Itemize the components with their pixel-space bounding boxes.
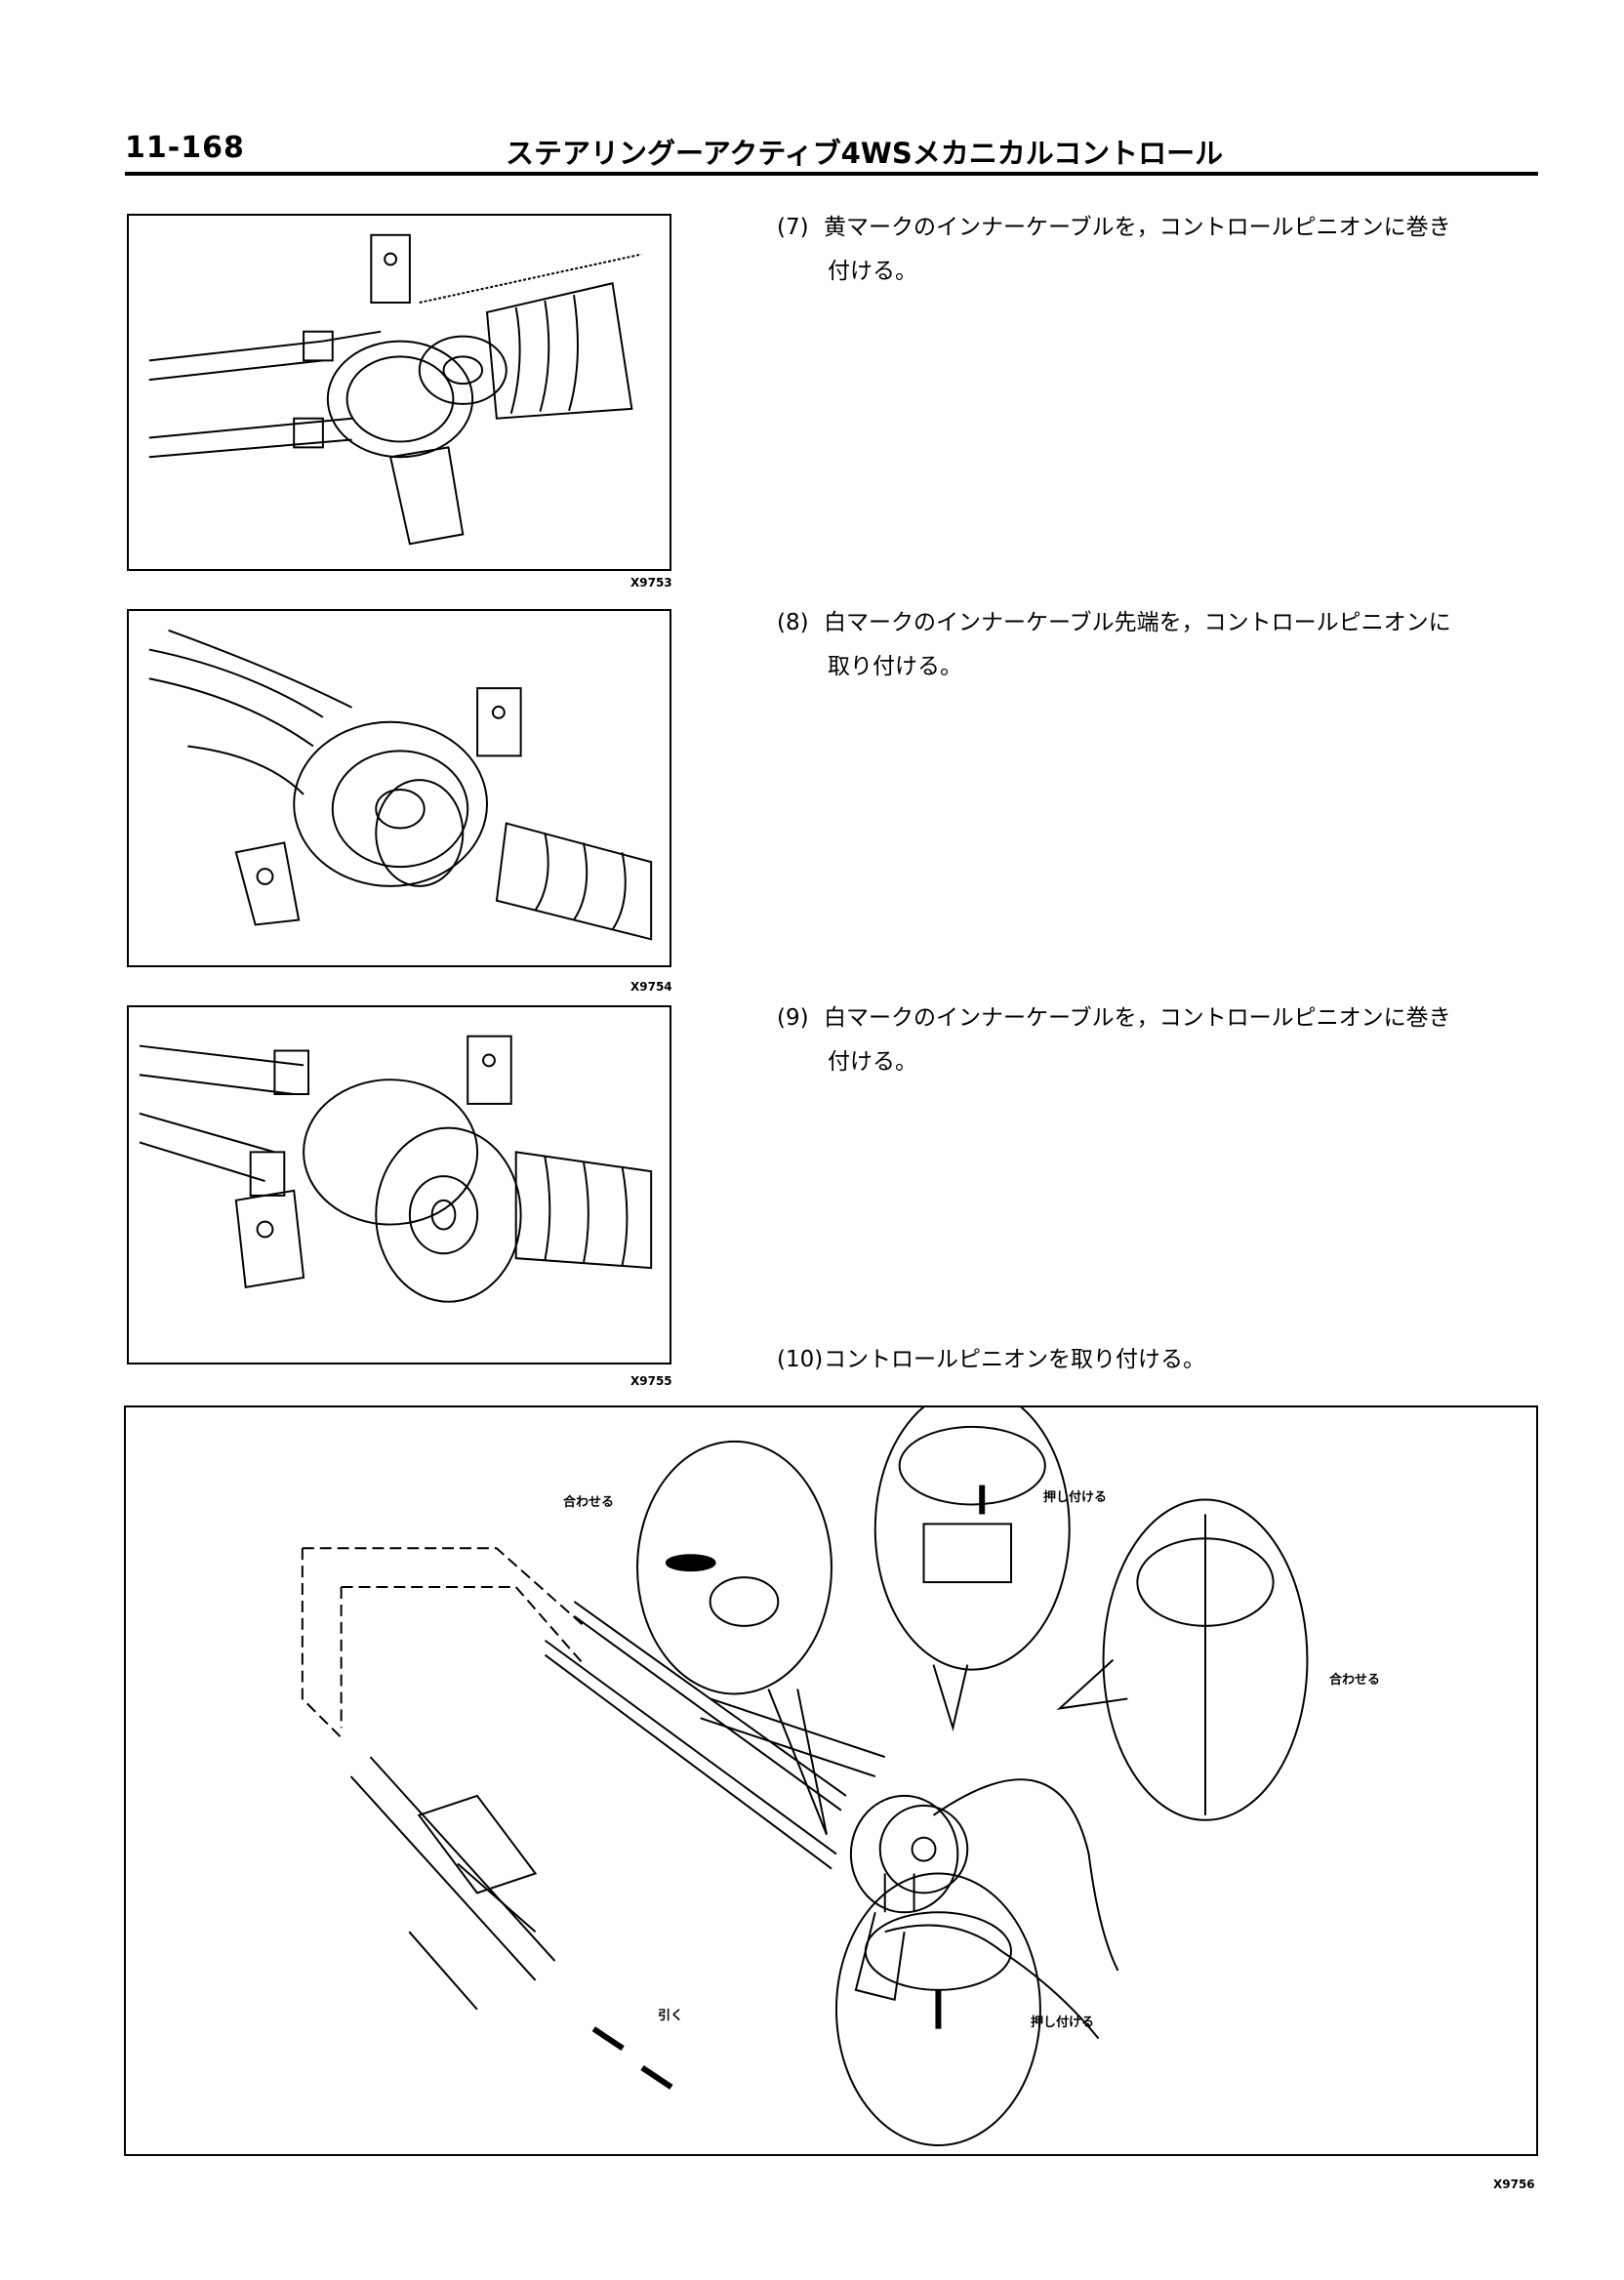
header-rule: [125, 172, 1538, 176]
callout-pull: 引く: [658, 2009, 684, 2023]
callout-align-2: 合わせる: [1329, 1673, 1381, 1688]
figure-x9754: [127, 609, 671, 967]
step-8: (8)白マークのインナーケーブル先端を，コントロールピニオンに 取り付ける。: [777, 610, 1451, 679]
step-9: (9)白マークのインナーケーブルを，コントロールピニオンに巻き 付ける。: [777, 1005, 1451, 1075]
figure-code: X9754: [630, 980, 672, 994]
step-10: (10)コントロールピニオンを取り付ける。: [777, 1347, 1205, 1372]
callout-align-1: 合わせる: [563, 1495, 615, 1510]
step-7: (7)黄マークのインナーケーブルを，コントロールピニオンに巻き 付ける。: [777, 215, 1451, 284]
page-number: 11-168: [125, 131, 245, 165]
callout-press-2: 押し付ける: [1031, 2015, 1095, 2030]
figure-code: X9753: [630, 576, 672, 590]
figure-code: X9755: [630, 1374, 672, 1388]
figure-x9753: [127, 214, 671, 571]
figure-x9756: 合わせる 押し付ける 合わせる 押し付ける 引く: [124, 1405, 1538, 2156]
figure-x9755: [127, 1005, 671, 1364]
figure-code: X9756: [1493, 2178, 1535, 2191]
page-title: ステアリングーアクティブ4WSメカニカルコントロール: [506, 137, 1224, 170]
callout-press-1: 押し付ける: [1043, 1490, 1108, 1505]
